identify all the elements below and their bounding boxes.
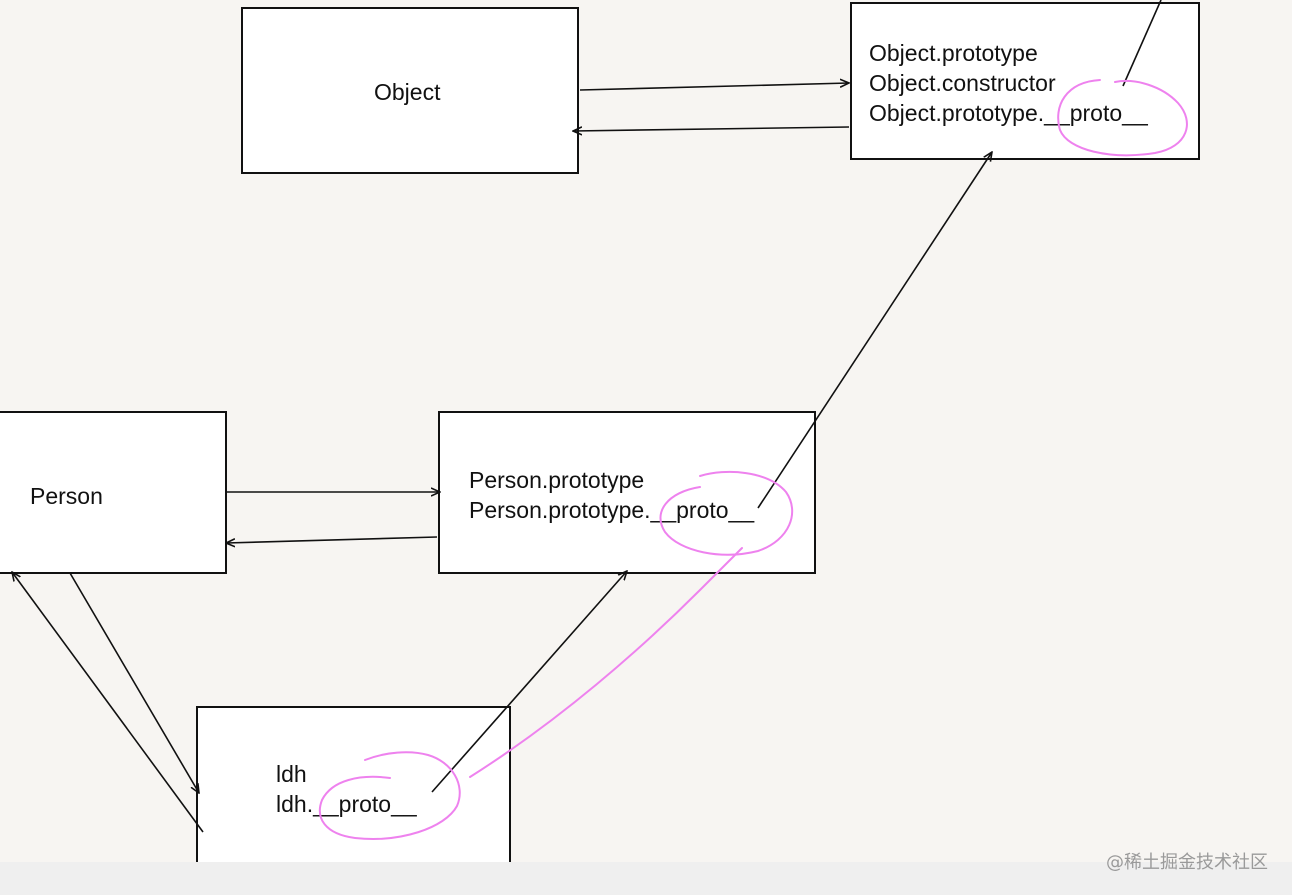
annotation-circle-object-proto	[1057, 79, 1188, 157]
annotation-circle-person-proto	[659, 470, 794, 556]
object-label: Object	[374, 79, 441, 105]
arrow-object-to-prototype	[579, 83, 849, 91]
object-prototype-box: Object.prototype Object.constructor Obje…	[850, 2, 1200, 160]
watermark: @稀土掘金技术社区	[1106, 852, 1268, 873]
bottom-bar	[0, 862, 1292, 895]
person-prototype-proto-line: Person.prototype.__proto__	[469, 497, 755, 523]
arrow-prototype-to-person	[226, 536, 438, 543]
arrow-ldh-proto-to-person-prototype	[431, 571, 627, 793]
annotation-circle-ldh-proto	[318, 751, 461, 840]
object-box: Object	[241, 7, 579, 174]
annotation-link-ldh-to-person-proto	[469, 547, 743, 778]
person-prototype-line: Person.prototype	[469, 467, 645, 493]
arrow-person-proto-to-object-prototype	[757, 152, 992, 509]
person-box: Person	[0, 411, 227, 574]
line-object-proto-to-null	[1122, 0, 1162, 87]
arrow-ldh-to-person	[12, 572, 204, 833]
object-constructor-line: Object.constructor	[869, 70, 1056, 96]
ldh-line: ldh	[276, 761, 307, 787]
object-prototype-proto-line: Object.prototype.__proto__	[869, 100, 1148, 126]
ldh-box: ldh ldh.__proto__	[196, 706, 511, 876]
person-prototype-box: Person.prototype Person.prototype.__prot…	[438, 411, 816, 574]
ldh-proto-line: ldh.__proto__	[276, 791, 417, 817]
arrow-person-to-ldh	[69, 572, 199, 793]
object-prototype-line: Object.prototype	[869, 40, 1038, 66]
person-label: Person	[30, 483, 103, 509]
arrow-prototype-to-object	[573, 127, 850, 131]
